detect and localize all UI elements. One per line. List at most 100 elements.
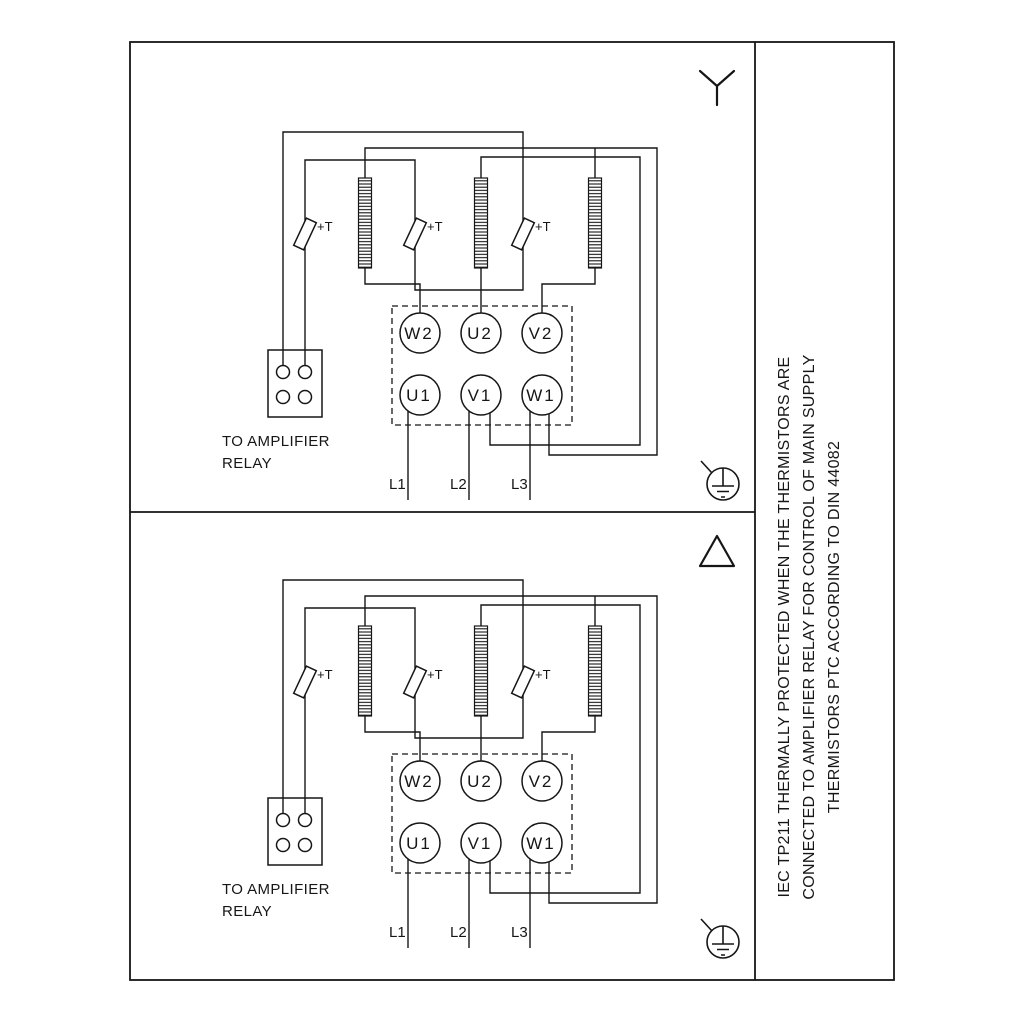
relay-leads [282,798,306,814]
thermistor-icon [402,217,428,251]
terminal-w2: W2 [399,760,441,802]
motor-winding-2 [473,625,489,717]
terminal-label: U2 [467,324,493,343]
wire-winding3-to-v2 [541,268,596,313]
terminal-circle [460,312,502,354]
wire-winding1-to-w2 [364,268,421,313]
terminal-label: W1 [526,834,556,853]
supply-label-l3: L3 [511,476,528,493]
terminal-label: U2 [467,772,493,791]
terminal-circle [399,312,441,354]
terminal-w2: W2 [399,312,441,354]
relay-terminal [297,837,313,853]
thermistor-label: +T [427,667,443,682]
terminal-block: W2 U2 V2 U1 V1 W1 [391,753,573,874]
thermistor-icon [510,665,536,699]
relay-terminal [297,389,313,405]
thermistor-icon [402,665,428,699]
terminal-w1: W1 [521,822,563,864]
thermistor-label: +T [427,219,443,234]
panel-star: +T +T +T W2 U2 [222,69,740,501]
ground-glyph [700,460,734,498]
terminal-circle [521,312,563,354]
wire-bus-outer [364,147,658,456]
motor-winding-1 [357,625,373,717]
earth-ground-icon [700,460,740,501]
thermistor-label: +T [317,667,333,682]
amplifier-relay: TO AMPLIFIER RELAY [222,349,329,472]
terminal-label: W2 [404,772,434,791]
relay-terminal [297,812,313,828]
side-note: IEC TP211 THERMALLY PROTECTED WHEN THE T… [776,354,843,899]
side-note-line-1: IEC TP211 THERMALLY PROTECTED WHEN THE T… [776,356,793,897]
terminal-circle [460,822,502,864]
terminal-label: V1 [468,834,493,853]
motor-winding-1 [357,177,373,269]
terminal-v2: V2 [521,760,563,802]
wire-bus-inner [480,156,641,446]
wire-relay-to-thermistor3 [282,131,524,350]
thermistor-icon [292,217,318,251]
motor-winding-2 [473,177,489,269]
terminal-circle [521,822,563,864]
supply-label-l3: L3 [511,924,528,941]
wire-thermistor1-thermistor2 [304,159,416,217]
terminal-v2: V2 [521,312,563,354]
wire-thermistor2-thermistor3 [414,700,524,739]
ground-glyph [700,918,734,956]
relay-caption-line-2: RELAY [222,903,272,920]
relay-terminal [297,364,313,380]
thermistor-label: +T [535,667,551,682]
terminal-block-outline [391,305,573,426]
amplifier-relay: TO AMPLIFIER RELAY [222,797,330,920]
relay-caption-line-2: RELAY [222,455,272,472]
supply-label-l1: L1 [389,924,406,941]
terminal-block-outline [391,753,573,874]
terminal-circle [521,760,563,802]
terminal-circle [399,760,441,802]
thermistor-icon [292,665,318,699]
supply-label-l2: L2 [450,476,467,493]
terminal-u2: U2 [460,312,502,354]
terminal-u2: U2 [460,760,502,802]
amplifier-relay-box [267,349,323,418]
wire-winding1-to-w2 [364,716,421,761]
wire-relay-to-thermistor3 [282,579,524,798]
wire-bus-inner [480,604,641,894]
outer-border [129,41,895,981]
wire-bus-outer [364,595,658,904]
side-note-line-2: CONNECTED TO AMPLIFIER RELAY FOR CONTROL… [801,354,818,899]
terminal-u1: U1 [399,374,441,416]
delta-symbol-icon [698,534,736,568]
relay-terminal [275,837,291,853]
side-note-line-3: THERMISTORS PTC ACCORDING TO DIN 44082 [826,441,843,813]
relay-caption-line-1: TO AMPLIFIER [222,881,330,898]
supply-label-l2: L2 [450,924,467,941]
relay-terminal [275,812,291,828]
relay-terminal [275,364,291,380]
thermistor-2: +T [402,217,443,252]
star-symbol-icon [698,69,736,107]
terminal-label: U1 [406,386,432,405]
delta-connection-icon [698,534,736,568]
wire-thermistor1-thermistor2 [304,607,416,665]
thermistor-label: +T [535,219,551,234]
terminal-label: V2 [529,772,554,791]
terminal-label: W2 [404,324,434,343]
terminal-label: U1 [406,834,432,853]
panel-delta: +T +T +T W2 U2 [222,534,740,959]
terminal-circle [460,760,502,802]
thermistor-1: +T [292,665,333,700]
terminal-circle [460,374,502,416]
terminal-w1: W1 [521,374,563,416]
terminal-label: V1 [468,386,493,405]
terminal-u1: U1 [399,822,441,864]
wire-thermistor2-thermistor3 [414,252,524,291]
amplifier-relay-box [267,797,323,866]
terminal-v1: V1 [460,822,502,864]
terminal-label: V2 [529,324,554,343]
terminal-circle [399,374,441,416]
thermistor-label: +T [317,219,333,234]
